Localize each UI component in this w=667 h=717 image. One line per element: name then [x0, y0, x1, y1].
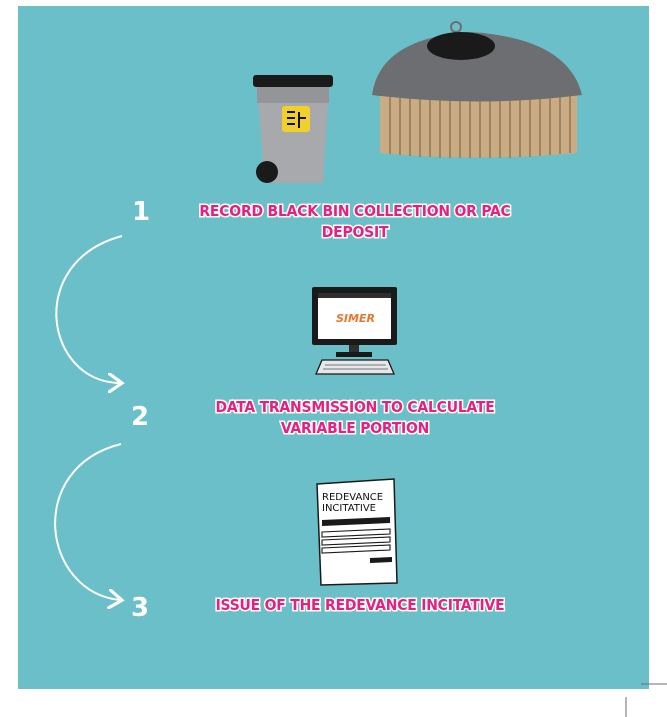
- step-2-label: DATA TRANSMISSION TO CALCULATE VARIABLE …: [214, 397, 496, 439]
- arrow-step1-to-step2: [55, 235, 122, 383]
- step-2-number: 2: [131, 402, 150, 432]
- corner-crop-mark: [625, 683, 667, 717]
- screen-logo: SIMER: [336, 312, 375, 325]
- document-title: REDEVANCE INCITATIVE: [322, 492, 384, 514]
- pac-container-icon: [372, 21, 582, 158]
- invoice-document-icon: [316, 478, 398, 586]
- step-1-number: 1: [132, 197, 151, 227]
- computer-icon: [312, 287, 397, 375]
- step-3-label: ISSUE OF THE REDEVANCE INCITATIVE: [214, 595, 506, 616]
- step-1-label: RECORD BLACK BIN COLLECTION OR PAC DEPOS…: [198, 201, 512, 243]
- step-3-number: 3: [131, 593, 150, 623]
- wheelie-bin-icon: [253, 75, 333, 183]
- arrow-step2-to-step3: [54, 443, 121, 600]
